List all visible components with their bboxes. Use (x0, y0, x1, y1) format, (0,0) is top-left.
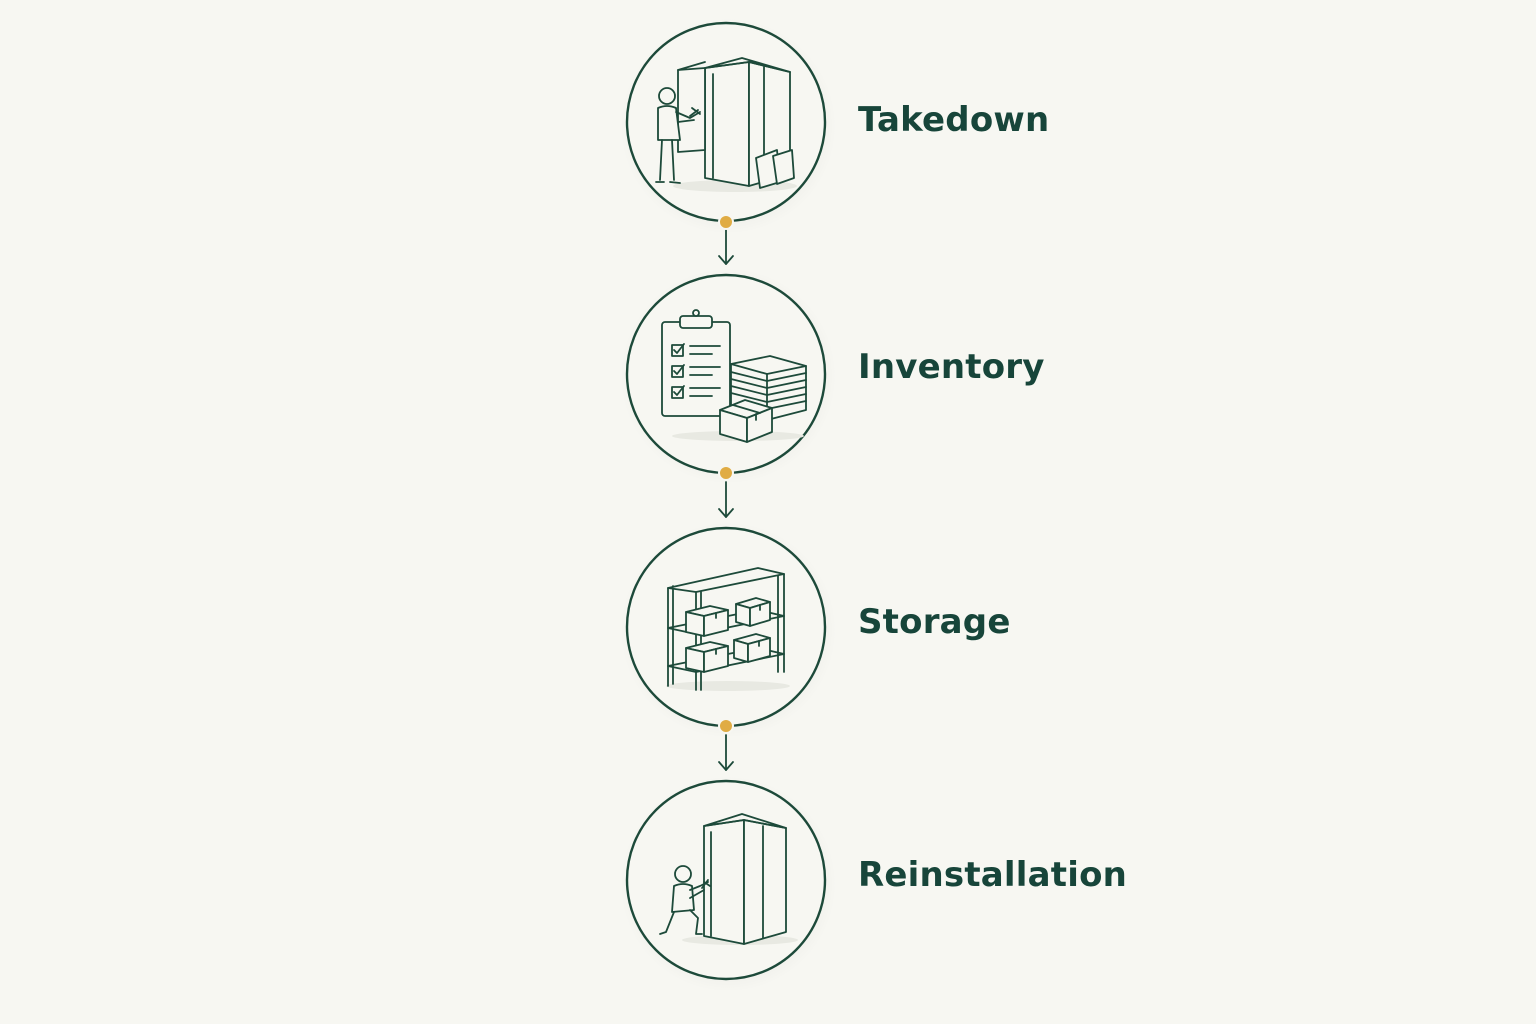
step-3-label: Storage (858, 602, 1011, 642)
booth-takedown-icon (655, 57, 797, 192)
step-2-label: Inventory (858, 347, 1045, 387)
storage-shelf-icon (666, 567, 790, 691)
booth-reinstall-icon (659, 813, 798, 945)
step-2-node (625, 273, 827, 475)
step-1-label: Takedown (858, 100, 1050, 140)
connector-dot-2 (718, 465, 734, 481)
connector-dot-3 (718, 718, 734, 734)
step-4-node (625, 779, 827, 981)
clipboard-inventory-icon (661, 309, 807, 443)
connector-3 (718, 734, 734, 771)
connector-dot-1 (718, 214, 734, 230)
connector-2 (718, 481, 734, 518)
connector-1 (718, 228, 734, 265)
step-4-label: Reinstallation (858, 855, 1128, 895)
step-1-node (625, 21, 827, 223)
step-3-node (625, 526, 827, 728)
